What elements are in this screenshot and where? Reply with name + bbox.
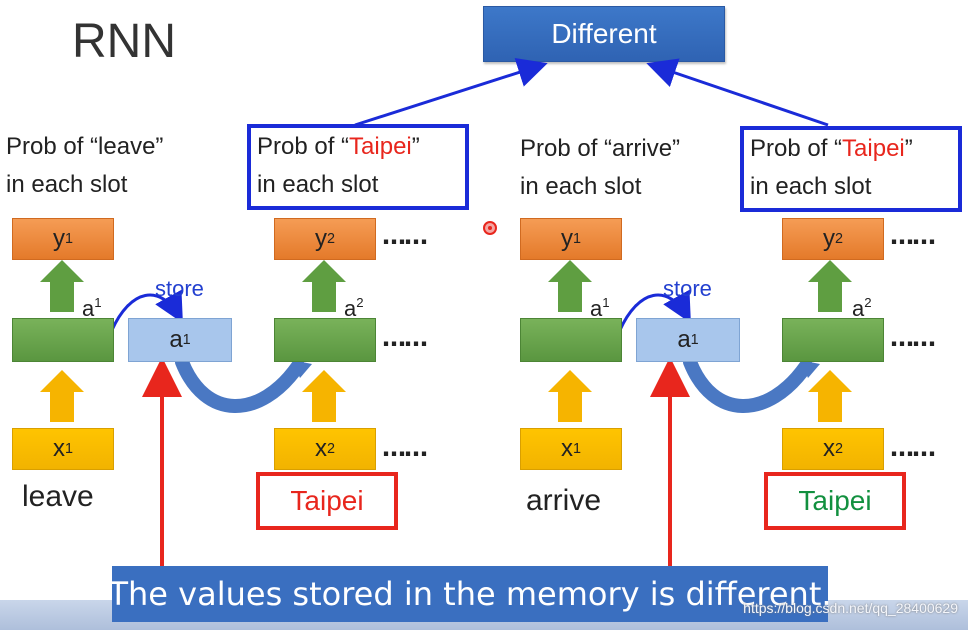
prob-arrive-label: Prob of “arrive” in each slot [520, 130, 680, 206]
a2-label-left: a2 [344, 294, 364, 321]
taipei-red-word: Taipei [349, 133, 412, 160]
yellow-arrow-2 [302, 370, 346, 422]
yellow-arrow-4 [808, 370, 852, 422]
green-arrow-2 [302, 260, 346, 312]
arrow-left-to-different [354, 58, 548, 127]
store-arrow-right [618, 289, 691, 331]
taipei-red-word-right: Taipei [842, 135, 905, 162]
prob-arrive-line1: Prob of “arrive” [520, 135, 681, 162]
prob-leave-label: Prob of “leave” in each slot [6, 128, 163, 204]
a1-label-right: a1 [590, 294, 610, 321]
a1-label-left: a1 [82, 294, 102, 321]
green-arrow-1 [40, 260, 84, 312]
different-box: Different [483, 6, 725, 62]
caption-banner: The values stored in the memory is diffe… [108, 566, 832, 622]
watermark: https://blog.csdn.net/qq_28400629 [743, 600, 958, 616]
yellow-arrow-3 [548, 370, 592, 422]
arrow-right-to-different [646, 58, 829, 127]
hidden-node-2-left [274, 318, 376, 362]
word-taipei-red: Taipei [256, 472, 398, 530]
hidden-node-2-right [782, 318, 884, 362]
word-taipei-green: Taipei [764, 472, 906, 530]
slide-title: RNN [72, 15, 176, 68]
store-label-right: store [663, 276, 712, 301]
prob-leave-line2: in each slot [6, 171, 128, 198]
dots-x-right: …… [890, 434, 936, 462]
dots-h-left: …… [382, 324, 428, 352]
prob-arrive-line2: in each slot [520, 173, 642, 200]
hidden-node-1-left [12, 318, 114, 362]
dots-h-right: …… [890, 324, 936, 352]
dots-y-right: …… [890, 222, 936, 250]
dots-x-left: …… [382, 434, 428, 462]
memory-curve-right [683, 355, 813, 413]
yellow-arrow-1 [40, 370, 84, 422]
store-label-left: store [155, 276, 204, 301]
store-arrow-left [110, 289, 183, 331]
prob-taipei-box-left: Prob of “Taipei” in each slot [247, 124, 469, 210]
green-arrow-3 [548, 260, 592, 312]
dots-y-left: …… [382, 222, 428, 250]
green-arrow-4 [808, 260, 852, 312]
word-arrive: arrive [526, 484, 602, 517]
memory-curve-left [175, 355, 305, 413]
prob-taipei-box-right: Prob of “Taipei” in each slot [740, 126, 962, 212]
a2-label-right: a2 [852, 294, 872, 321]
word-leave: leave [22, 480, 94, 513]
hidden-node-1-right [520, 318, 622, 362]
prob-leave-line1: Prob of “leave” [6, 133, 164, 160]
